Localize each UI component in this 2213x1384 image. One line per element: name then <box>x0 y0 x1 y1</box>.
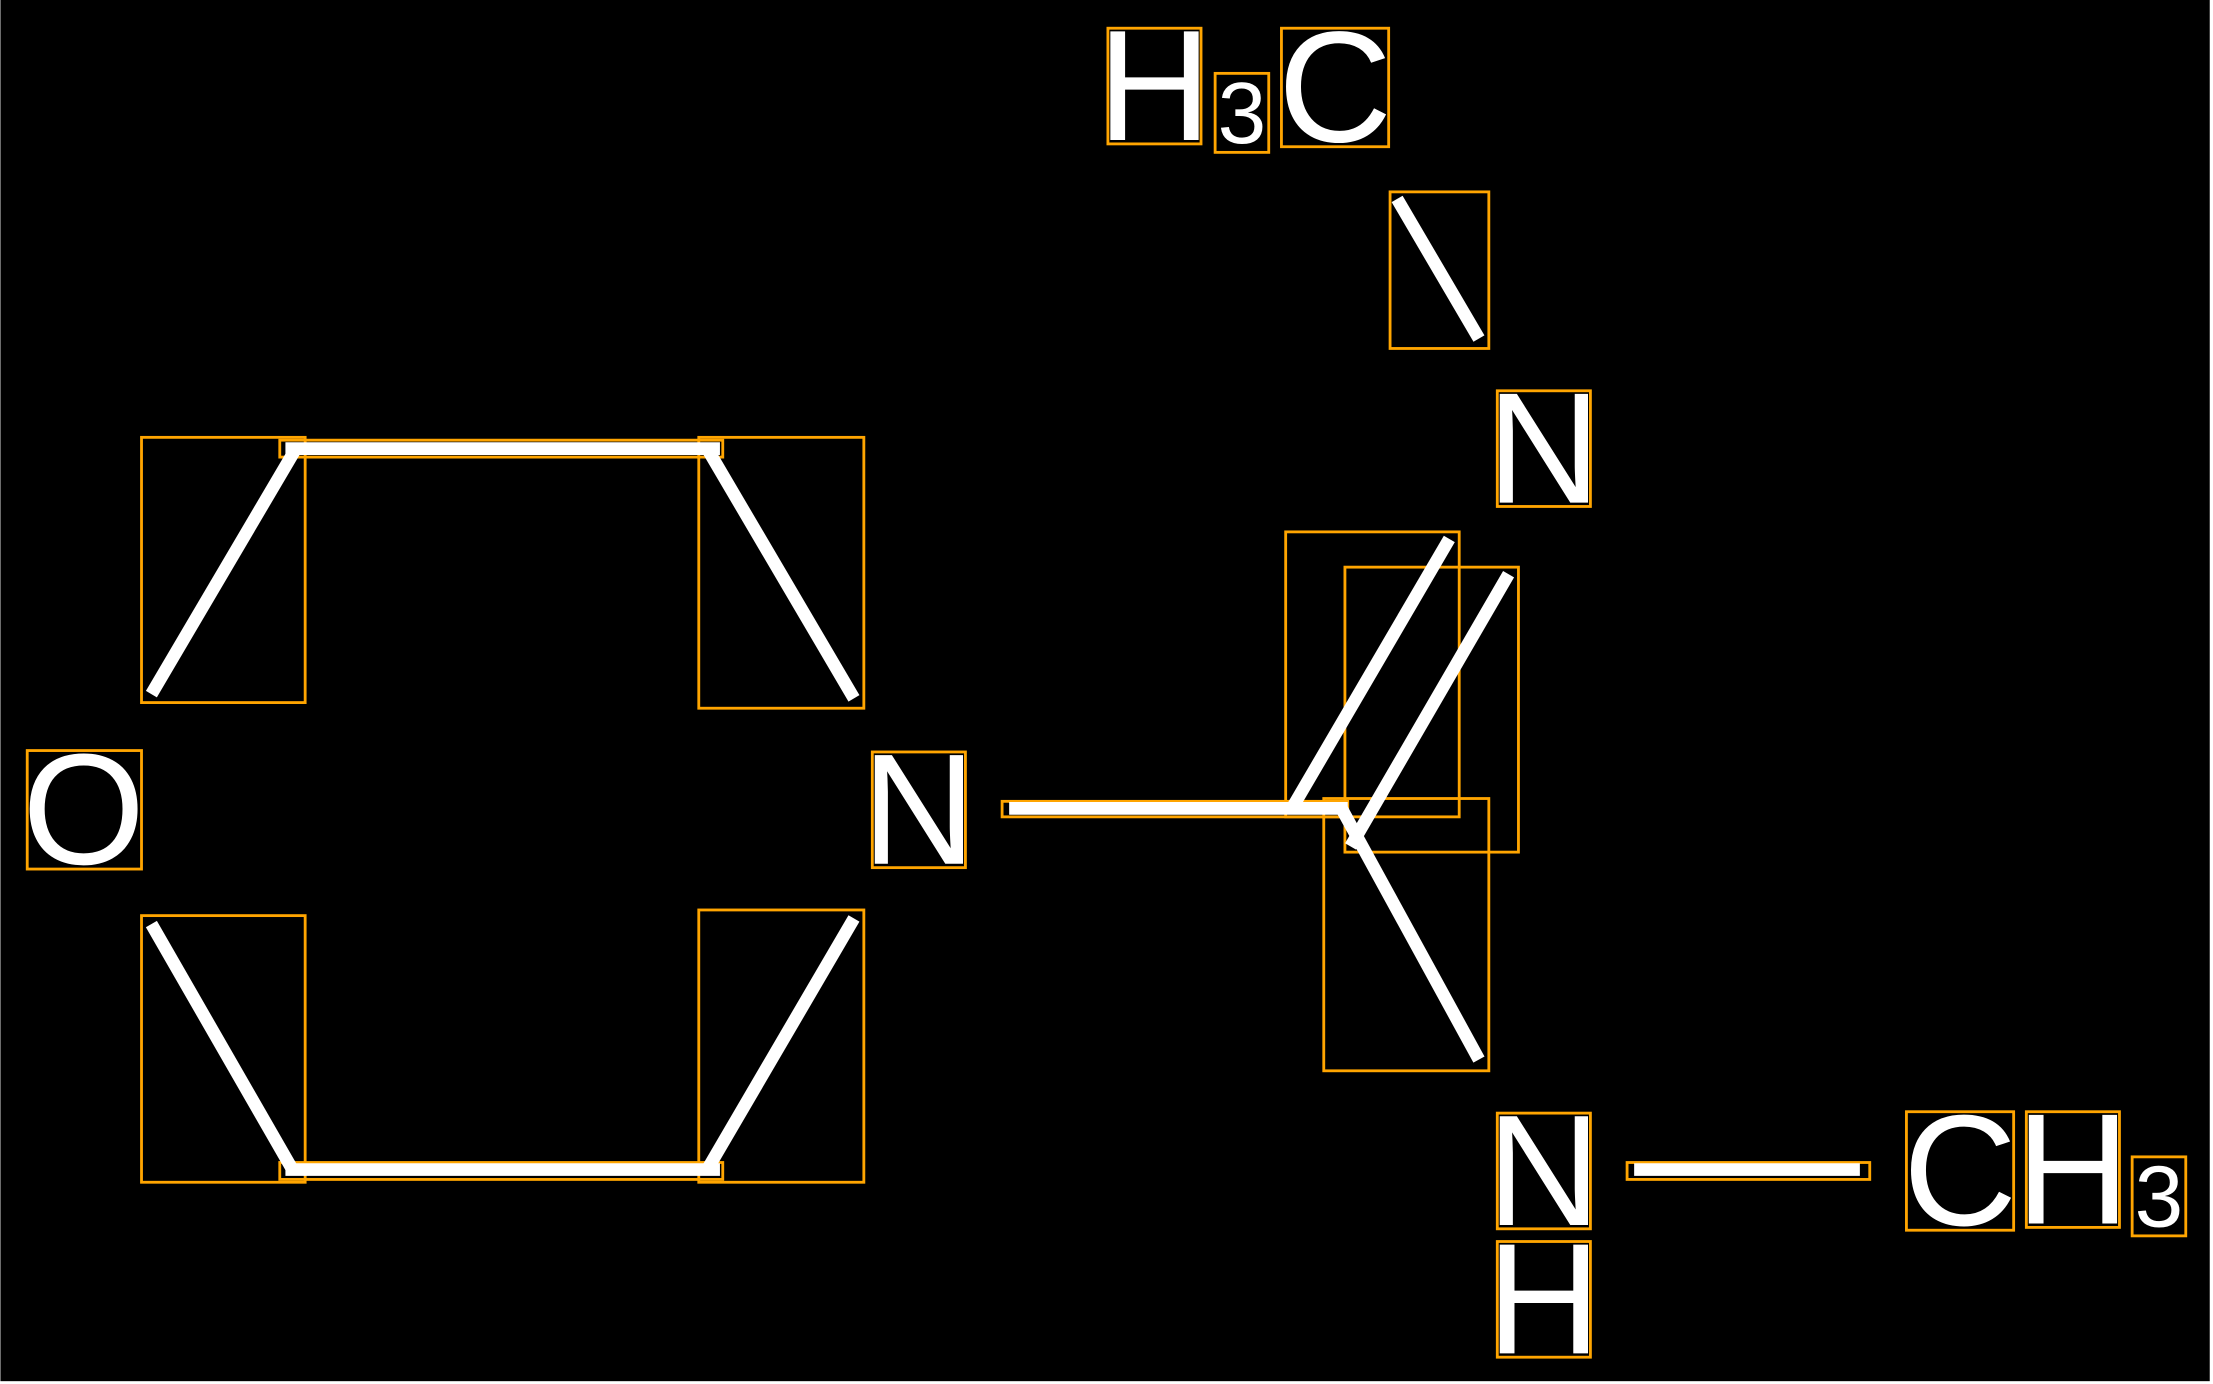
bond-c-n-top <box>701 445 860 702</box>
atom-ring-nitrogen: N <box>862 722 976 898</box>
atom-amine-hydrogen: H <box>1487 1211 1601 1384</box>
atom-h3c-c: C <box>1278 0 1392 175</box>
bounding-boxes <box>25 26 2188 1359</box>
bond-c-nh <box>1335 803 1485 1063</box>
atom-ch3-c: C <box>1903 1083 2017 1259</box>
atom-h3c-h: H <box>1097 0 1211 174</box>
atom-oxygen: O <box>22 722 145 898</box>
bond-n-ch3-top <box>1391 195 1485 342</box>
bond-c-n-bottom <box>701 915 860 1173</box>
atom-amine-nitrogen: N <box>1487 1083 1601 1259</box>
atom-imine-nitrogen: N <box>1487 361 1601 537</box>
atom-ch3-h: H <box>2016 1082 2130 1258</box>
atom-h3c-subscript: 3 <box>1218 64 1267 162</box>
bond-o-c-top <box>145 444 303 698</box>
atom-ch3-subscript: 3 <box>2135 1147 2184 1245</box>
bond-double-2 <box>1345 571 1515 850</box>
bonds <box>145 195 1860 1176</box>
bond-o-c-bottom <box>145 920 298 1173</box>
atom-labels: O N N H 3 C N H C H 3 <box>22 0 2183 1384</box>
bond-double-1 <box>1287 535 1455 811</box>
